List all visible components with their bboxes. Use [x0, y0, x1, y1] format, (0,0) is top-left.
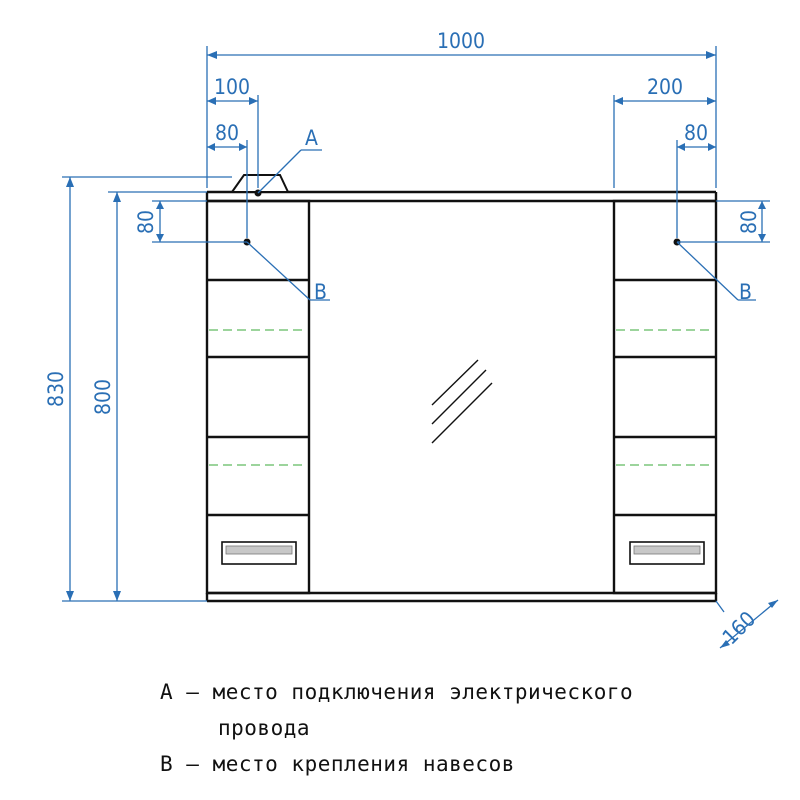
marker-b-right: B [739, 280, 752, 304]
marker-b-left: B [314, 280, 327, 304]
dim-label-right-offset: 200 [647, 75, 683, 99]
dim-label-left-offset: 100 [214, 75, 250, 99]
dim-label-right-point-offset: 80 [684, 121, 708, 145]
legend-a-line1: A – место подключения электрического [160, 680, 634, 704]
dim-label-left-vertical-offset: 80 [134, 210, 158, 234]
cabinet-body [205, 174, 718, 603]
lamp-shape [230, 174, 290, 193]
legend-a-line2: провода [218, 716, 311, 740]
mirror-glare [431, 359, 493, 444]
dim-label-body-height: 800 [91, 379, 115, 415]
dim-label-total-height: 830 [44, 371, 68, 407]
left-column [205, 199, 311, 595]
dim-label-left-point-offset: 80 [215, 121, 239, 145]
legend-b-line: B – место крепления навесов [160, 752, 515, 776]
marker-a: A [305, 126, 318, 150]
dim-label-total-width: 1000 [437, 29, 485, 53]
dim-label-right-vertical-offset: 80 [737, 210, 761, 234]
right-column [612, 199, 718, 595]
dimension-lines [62, 46, 779, 649]
mirror [308, 200, 615, 594]
